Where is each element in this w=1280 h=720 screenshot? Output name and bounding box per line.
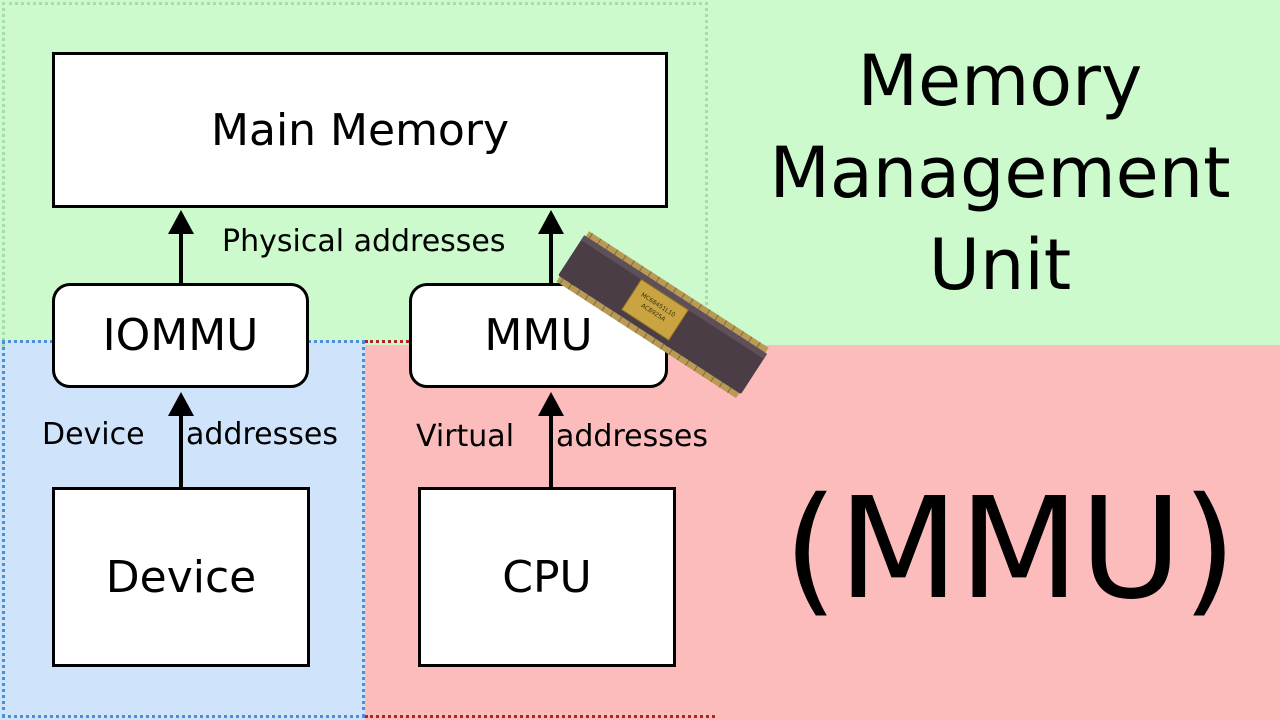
device-box: Device — [52, 487, 310, 667]
device-addresses-suffix: addresses — [186, 417, 338, 452]
device-addresses-prefix: Device — [42, 417, 145, 452]
title-line-2: Management — [769, 132, 1231, 214]
virtual-addresses-prefix: Virtual — [416, 419, 515, 454]
arrow-mmu-to-memory — [538, 210, 564, 283]
iommu-box: IOMMU — [52, 283, 309, 388]
arrow-iommu-to-memory — [168, 210, 194, 283]
iommu-label: IOMMU — [102, 310, 259, 361]
main-memory-box: Main Memory — [52, 52, 668, 208]
arrow-device-to-iommu — [168, 392, 194, 487]
physical-addresses-label: Physical addresses — [222, 224, 506, 259]
virtual-addresses-suffix: addresses — [556, 419, 708, 454]
arrow-cpu-to-mmu — [538, 392, 564, 487]
cpu-box: CPU — [418, 487, 676, 667]
mmu-box: MMU — [409, 283, 668, 388]
title-line-1: Memory — [857, 40, 1143, 122]
mmu-label: MMU — [484, 310, 593, 361]
main-memory-label: Main Memory — [211, 104, 509, 156]
title-abbreviation: (MMU) — [783, 468, 1237, 631]
device-box-label: Device — [105, 551, 257, 603]
mmu-chip-image: MC68451L10 AC8925A — [556, 231, 769, 399]
title-line-3: Unit — [928, 224, 1072, 306]
cpu-box-label: CPU — [502, 551, 592, 603]
